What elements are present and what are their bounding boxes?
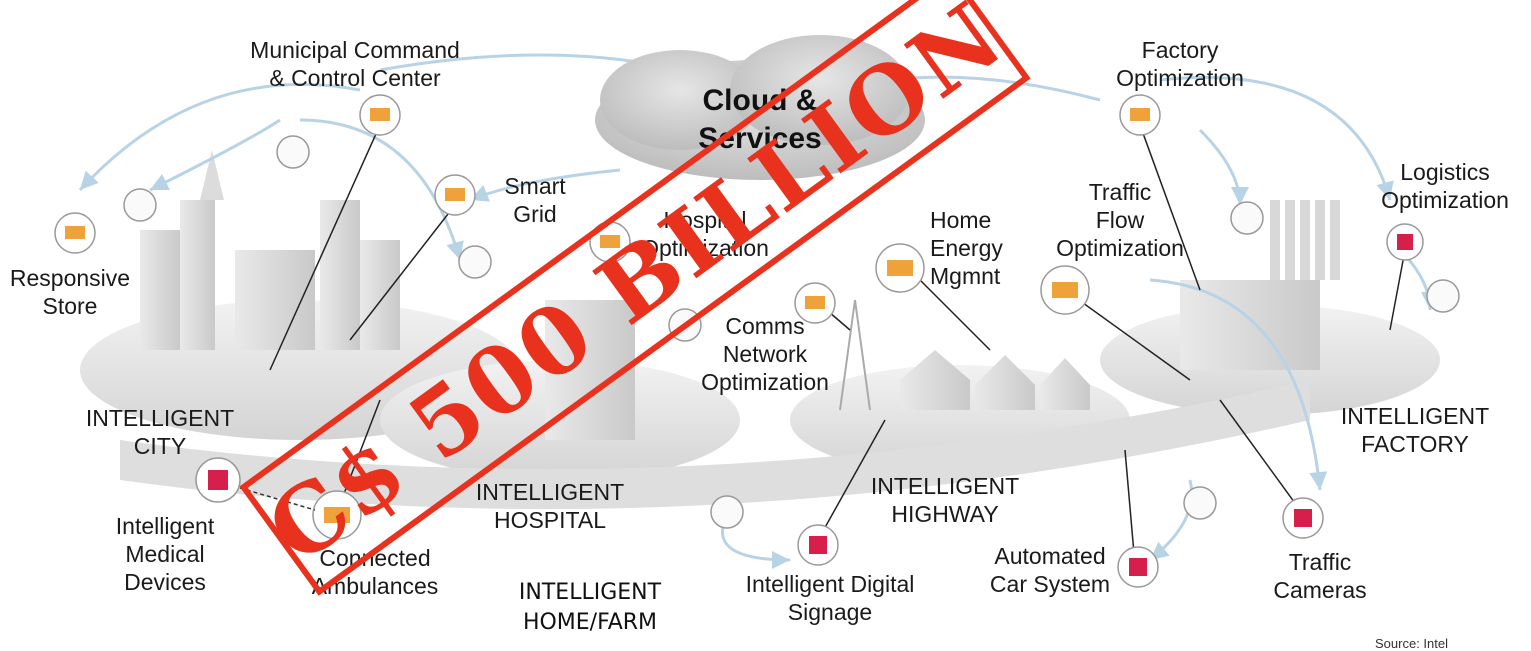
- cloud-shape: [595, 35, 925, 180]
- source-credit: Source: Intel: [1375, 636, 1448, 651]
- home-buildings: [839, 299, 1090, 411]
- label-intelligent-factory: INTELLIGENT FACTORY: [1340, 403, 1490, 457]
- label-responsive-store: Responsive Store: [9, 265, 131, 319]
- cloud-nodes: [54, 94, 1161, 540]
- label-intelligent-city: INTELLIGENT CITY: [85, 405, 235, 459]
- sensor-bubbles: [123, 135, 1460, 529]
- label-car-system: Automated Car System: [989, 543, 1111, 597]
- cloud-services-label: Cloud & Services: [698, 84, 822, 155]
- label-hospital-optimization: Hospital Optimization: [641, 207, 769, 261]
- factory-buildings: [1180, 200, 1340, 370]
- label-medical-devices: Intelligent Medical Devices: [115, 513, 215, 595]
- device-nodes: [195, 223, 1424, 588]
- label-comms-network: Comms Network Optimization: [701, 313, 829, 395]
- label-factory-optimization: Factory Optimization: [1116, 37, 1244, 91]
- label-connected-ambulances: Connected Ambulances: [311, 545, 439, 599]
- label-intelligent-highway: INTELLIGENT HIGHWAY: [870, 473, 1020, 527]
- data-flow-arrows: [78, 53, 1439, 569]
- label-municipal-command: Municipal Command & Control Center: [250, 37, 460, 91]
- label-smart-grid: Smart Grid: [504, 173, 566, 227]
- label-logistics-optimization: Logistics Optimization: [1381, 159, 1509, 213]
- label-digital-signage: Intelligent Digital Signage: [745, 571, 915, 625]
- label-traffic-cameras: Traffic Cameras: [1273, 549, 1367, 603]
- label-home-energy: Home Energy Mgmnt: [930, 207, 1003, 289]
- label-intelligent-home-farm: INTELLIGENT HOME/FARM: [518, 580, 662, 635]
- label-traffic-flow: Traffic Flow Optimization: [1056, 179, 1184, 261]
- label-intelligent-hospital: INTELLIGENT HOSPITAL: [475, 479, 625, 533]
